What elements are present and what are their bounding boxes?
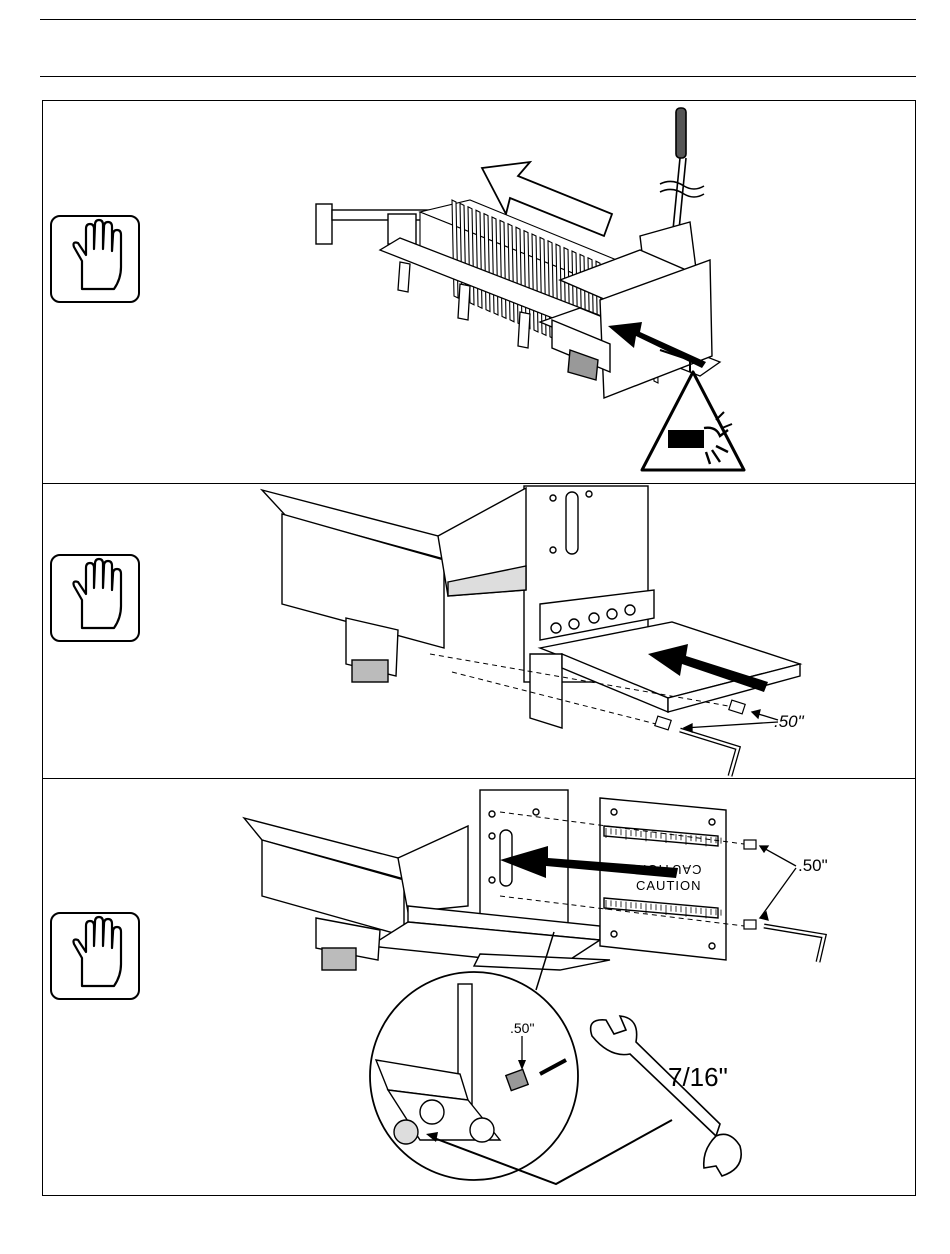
screw-length-label: .50" [510,1020,534,1036]
caution-plate-text: CAUTION [636,862,702,877]
screw-length-label: .50" [798,856,828,876]
wrench-size-label: 7/16" [668,1062,728,1093]
caution-plate-text: CAUTION [636,878,702,893]
